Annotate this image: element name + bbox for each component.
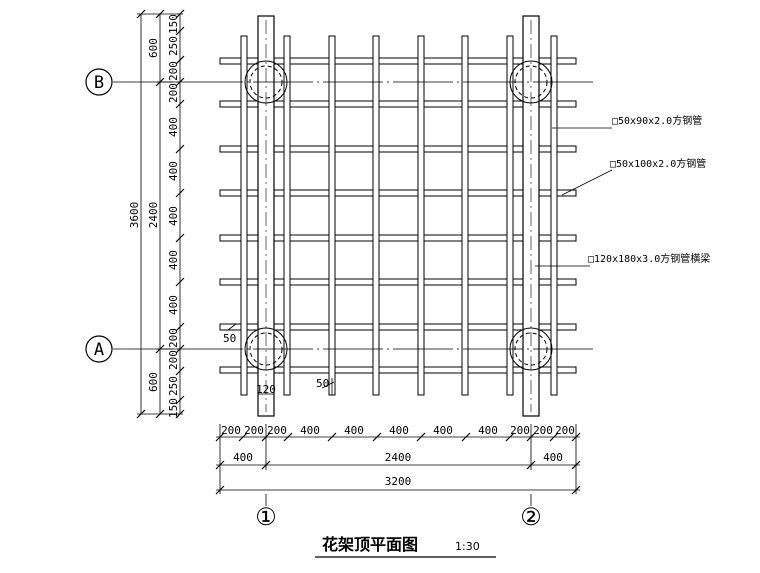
bottom-dim-mid: 400	[543, 451, 563, 464]
axis-label-1: ①	[255, 503, 277, 531]
left-dim-seg: 150	[167, 398, 180, 418]
grid-axis-lines	[113, 81, 597, 350]
title-block: 花架顶平面图 1:30	[315, 535, 496, 558]
horizontal-member	[219, 100, 577, 108]
bottom-dim-seg: 400	[344, 424, 364, 437]
horizontal-member	[219, 189, 577, 197]
detail-notes	[227, 323, 335, 395]
left-dim-seg: 200	[167, 350, 180, 370]
axis-bubble-a: A	[85, 335, 113, 363]
beam-centerlines	[265, 20, 532, 412]
callout-purlin-a: □50x90x2.0方钢管	[612, 114, 702, 127]
left-dim-mid: 600	[147, 38, 160, 58]
gap-note-bottom: 50	[316, 377, 329, 390]
left-dim-total: 3600	[128, 202, 141, 229]
horizontal-member	[219, 57, 577, 65]
bottom-dimensions	[215, 424, 581, 495]
left-dim-seg: 250	[167, 376, 180, 396]
left-dim-seg: 200	[167, 61, 180, 81]
left-dim-seg: 400	[167, 295, 180, 315]
vertical-member	[240, 35, 248, 396]
vertical-member	[328, 35, 336, 396]
bottom-dim-seg: 400	[478, 424, 498, 437]
left-dim-seg: 200	[167, 328, 180, 348]
left-dim-seg: 400	[167, 250, 180, 270]
callout-leaders	[535, 127, 613, 267]
post-width-note: 120	[256, 383, 276, 396]
horizontal-members	[219, 57, 577, 374]
horizontal-member	[219, 234, 577, 242]
left-dim-seg: 400	[167, 117, 180, 137]
horizontal-member	[219, 366, 577, 374]
left-dim-seg: 150	[167, 14, 180, 34]
horizontal-member	[219, 145, 577, 153]
bottom-dim-total: 3200	[385, 475, 412, 488]
left-dim-seg: 400	[167, 161, 180, 181]
vertical-member	[506, 35, 514, 396]
bottom-dim-seg: 200	[533, 424, 553, 437]
left-dim-labels: 150 250 200 200 400 400 400 400 400 200 …	[128, 14, 180, 418]
axis-label-a: A	[94, 340, 104, 360]
left-dim-seg: 400	[167, 206, 180, 226]
bottom-dim-seg: 200	[221, 424, 241, 437]
left-dim-seg: 200	[167, 83, 180, 103]
bottom-dim-seg: 400	[300, 424, 320, 437]
vertical-members	[240, 35, 558, 396]
bottom-dim-mid: 400	[233, 451, 253, 464]
gap-note-left: 50	[223, 332, 236, 345]
left-dim-mid: 2400	[147, 202, 160, 229]
axis-label-b: B	[94, 73, 104, 93]
horizontal-member	[219, 278, 577, 286]
vertical-member	[417, 35, 425, 396]
axis-bubble-1: ①	[255, 494, 277, 531]
left-dim-mid: 600	[147, 372, 160, 392]
bottom-dim-seg: 400	[433, 424, 453, 437]
vertical-member	[461, 35, 469, 396]
drawing-scale: 1:30	[455, 540, 480, 553]
axis-bubble-2: ②	[520, 494, 542, 531]
bottom-dim-seg: 200	[267, 424, 287, 437]
main-beams	[257, 15, 540, 417]
left-dim-seg: 250	[167, 36, 180, 56]
callout-purlin-b: □50x100x2.0方钢管	[610, 157, 706, 170]
axis-bubble-b: B	[85, 68, 113, 96]
left-dim-ticks	[136, 9, 185, 419]
bottom-dim-seg: 200	[244, 424, 264, 437]
bottom-dim-seg: 200	[555, 424, 575, 437]
drawing-title: 花架顶平面图	[322, 535, 418, 554]
left-dimensions	[136, 9, 185, 419]
bottom-dim-seg: 400	[389, 424, 409, 437]
callout-main-beam: □120x180x3.0方钢管横梁	[588, 252, 710, 265]
vertical-member	[283, 35, 291, 396]
axis-label-2: ②	[520, 503, 542, 531]
vertical-member	[372, 35, 380, 396]
bottom-dim-ticks	[215, 432, 581, 495]
horizontal-member	[219, 323, 577, 331]
bottom-dim-labels: 200 200 200 400 400 400 400 400 200 200 …	[221, 424, 575, 488]
vertical-member	[550, 35, 558, 396]
bottom-dim-mid: 2400	[385, 451, 412, 464]
bottom-dim-seg: 200	[510, 424, 530, 437]
